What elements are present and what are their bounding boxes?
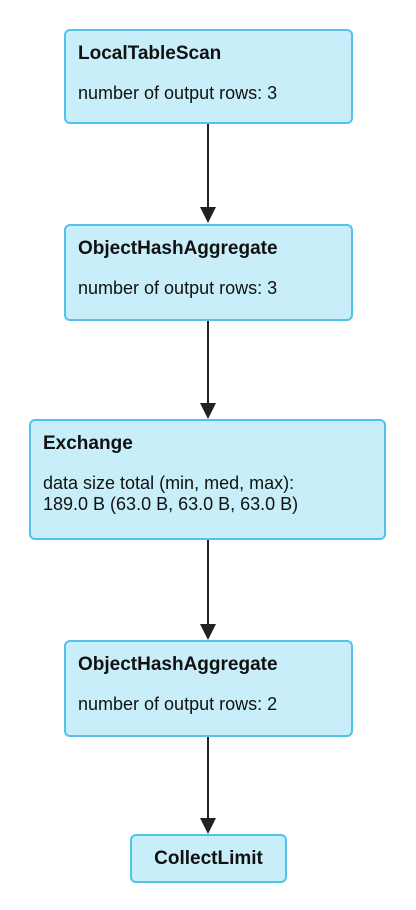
node-title: ObjectHashAggregate (78, 654, 278, 675)
node-metric: number of output rows: 3 (78, 83, 278, 103)
node-metric: number of output rows: 3 (78, 278, 278, 298)
edge-2-3 (200, 321, 216, 419)
node-object-hash-aggregate-2[interactable]: ObjectHashAggregate number of output row… (64, 640, 353, 737)
node-exchange[interactable]: Exchange data size total (min, med, max)… (29, 419, 386, 540)
node-title: CollectLimit (154, 848, 263, 869)
node-collect-limit[interactable]: CollectLimit (130, 834, 287, 883)
node-title: Exchange (43, 433, 133, 454)
node-metric: number of output rows: 2 (78, 694, 278, 714)
node-local-table-scan[interactable]: LocalTableScan number of output rows: 3 (64, 29, 353, 124)
node-title: ObjectHashAggregate (78, 238, 278, 259)
node-metric: data size total (min, med, max): 189.0 B… (43, 473, 299, 514)
node-object-hash-aggregate-1[interactable]: ObjectHashAggregate number of output row… (64, 224, 353, 321)
edge-4-5 (200, 737, 216, 834)
node-title: LocalTableScan (78, 43, 222, 64)
edge-3-4 (200, 540, 216, 640)
edge-1-2 (200, 124, 216, 223)
